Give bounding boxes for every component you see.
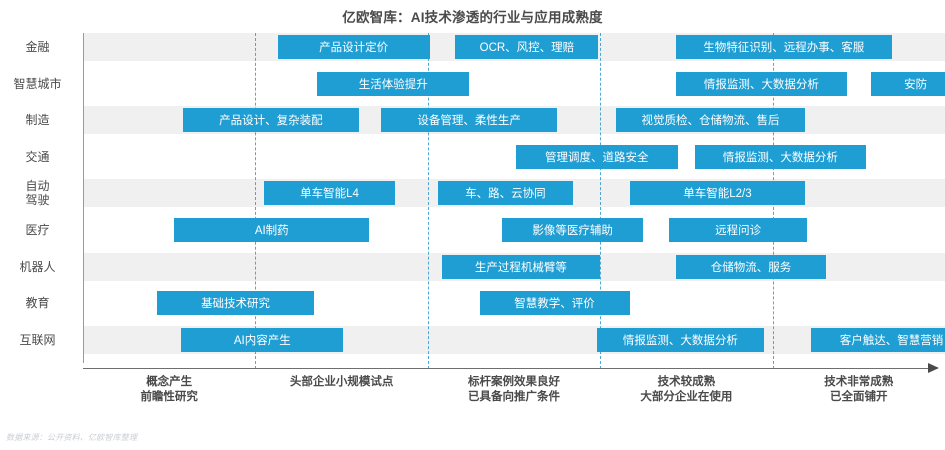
maturity-bar[interactable]: 影像等医疗辅助 (501, 218, 644, 242)
maturity-bar[interactable]: 设备管理、柔性生产 (381, 108, 558, 133)
y-axis-label-医疗: 医疗 (0, 223, 75, 237)
maturity-bar[interactable]: 仓储物流、服务 (676, 254, 827, 279)
x-axis-stage-4: 技术较成熟大部分企业在使用 (596, 375, 776, 405)
y-axis-line (83, 33, 84, 363)
y-axis-label-line: 机器人 (19, 259, 56, 274)
y-axis-label-line: 金融 (25, 40, 50, 54)
x-axis-stage-5: 技术非常成熟已全面铺开 (769, 375, 945, 405)
y-axis-label-智慧城市: 智慧城市 (0, 77, 75, 91)
stage-label-line2: 前瞻性研究 (140, 391, 198, 403)
y-axis-label-line: 教育 (25, 296, 50, 311)
maturity-bar[interactable]: 情报监测、大数据分析 (695, 144, 866, 169)
stage-label-line1: 技术非常成熟 (824, 376, 894, 388)
maturity-bar[interactable]: 基础技术研究 (157, 291, 314, 316)
maturity-bar[interactable]: AI内容产生 (181, 327, 344, 352)
stage-label-line2: 大部分企业在使用 (640, 391, 733, 403)
stage-label-line2: 已具备向推广条件 (468, 391, 560, 403)
x-axis-stage-2: 头部企业小规模试点 (252, 375, 432, 390)
y-axis-label-制造: 制造 (0, 113, 75, 127)
y-axis-label-交通: 交通 (0, 150, 75, 164)
maturity-bar[interactable]: 管理调度、道路安全 (515, 144, 678, 169)
stage-label-line1: 技术较成熟 (657, 376, 716, 388)
grid-line (255, 33, 257, 369)
source-footnote: 数据来源：公开资料、亿欧智库整理 (6, 433, 138, 442)
y-axis-label-自动驾驶: 自动驾驶 (0, 179, 75, 207)
maturity-bar[interactable]: 情报监测、大数据分析 (596, 327, 764, 352)
x-axis-arrow-icon (928, 362, 939, 373)
maturity-bar[interactable]: 生物特征识别、远程办事、客服 (676, 35, 892, 59)
x-axis-stage-1: 概念产生前瞻性研究 (79, 375, 259, 405)
y-axis-label-互联网: 互联网 (0, 333, 75, 347)
maturity-bar[interactable]: 生产过程机械臂等 (441, 254, 601, 279)
y-axis-label-line: 自动 (25, 179, 50, 194)
maturity-bar[interactable]: 单车智能L4 (264, 181, 396, 206)
y-axis-label-金融: 金融 (0, 40, 75, 54)
y-axis-label-line: 交通 (25, 149, 50, 164)
maturity-bar[interactable]: 智慧教学、评价 (479, 291, 630, 316)
stage-label-line1: 头部企业小规模试点 (289, 376, 394, 388)
y-axis-label-line: 驾驶 (25, 193, 50, 208)
y-axis-label-line: 医疗 (25, 223, 50, 237)
y-axis-label-line: 智慧城市 (13, 76, 62, 91)
maturity-bar[interactable]: 车、路、云协同 (438, 181, 573, 206)
chart-title: 亿欧智库：AI技术渗透的行业与应用成熟度 (342, 10, 603, 25)
stage-label-line1: 概念产生 (146, 376, 193, 388)
y-axis-label-line: 制造 (25, 113, 50, 128)
maturity-bar[interactable]: 客户触达、智慧营销 (810, 327, 945, 352)
maturity-bar[interactable]: 情报监测、大数据分析 (676, 71, 847, 96)
maturity-bar[interactable]: 产品设计、复杂装配 (182, 108, 359, 133)
maturity-bar[interactable]: AI制药 (174, 218, 370, 242)
maturity-bar[interactable]: 单车智能L2/3 (629, 181, 806, 206)
maturity-bar[interactable]: OCR、风控、理赔 (455, 35, 599, 59)
stage-label-line1: 标杆案例效果良好 (468, 376, 560, 388)
y-axis-label-line: 互联网 (19, 332, 56, 347)
maturity-bar[interactable]: 生活体验提升 (317, 71, 470, 96)
y-axis-label-机器人: 机器人 (0, 260, 75, 274)
x-axis-stage-3: 标杆案例效果良好已具备向推广条件 (424, 375, 604, 405)
x-axis-line (83, 368, 930, 369)
maturity-bar[interactable]: 安防 (870, 71, 945, 96)
maturity-bar[interactable]: 产品设计定价 (277, 35, 430, 59)
grid-line (600, 33, 602, 369)
grid-line (427, 33, 429, 369)
maturity-bar[interactable]: 视觉质检、仓储物流、售后 (615, 108, 806, 133)
y-axis-label-教育: 教育 (0, 296, 75, 310)
maturity-bar[interactable]: 远程问诊 (669, 218, 808, 242)
stage-label-line2: 已全面铺开 (830, 391, 888, 403)
